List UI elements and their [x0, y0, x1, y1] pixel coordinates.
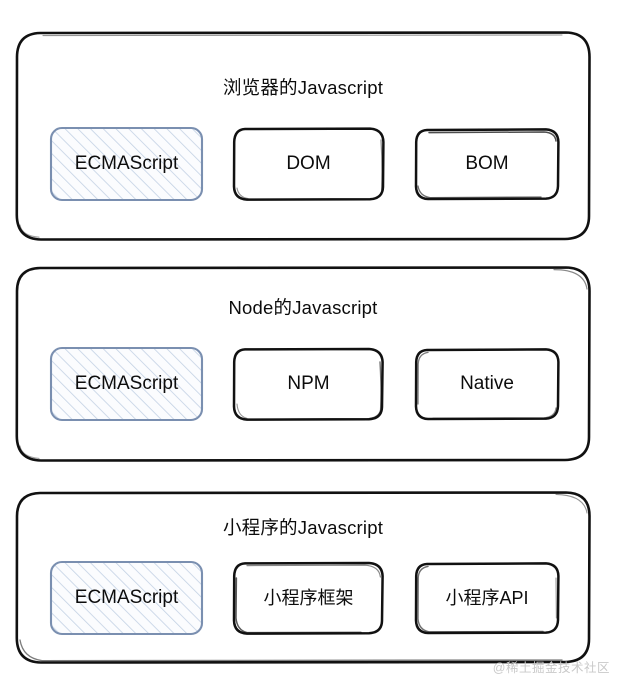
- node-label: BOM: [465, 153, 509, 174]
- node-box-native[interactable]: Native: [413, 346, 561, 422]
- panel-box-row: ECMAScript DOM BOM: [14, 126, 592, 202]
- panel-title: Node的Javascript: [228, 297, 378, 318]
- node-box-ecmascript[interactable]: ECMAScript: [49, 560, 204, 636]
- panel-browser-javascript: 浏览器的Javascript ECMAScript DOM: [14, 30, 592, 242]
- panel-node-javascript: Node的Javascript ECMAScript NPM: [14, 265, 592, 463]
- panel-title: 浏览器的Javascript: [222, 77, 384, 98]
- node-label: DOM: [286, 153, 331, 174]
- panel-box-row: ECMAScript NPM Native: [14, 346, 592, 422]
- node-box-miniprogram-api[interactable]: 小程序API: [413, 560, 561, 636]
- node-box-ecmascript[interactable]: ECMAScript: [49, 346, 204, 422]
- node-box-miniprogram-framework[interactable]: 小程序框架: [231, 560, 386, 636]
- node-box-npm[interactable]: NPM: [231, 346, 386, 422]
- panel-title: 小程序的Javascript: [222, 517, 384, 538]
- node-label: 小程序框架: [263, 588, 354, 608]
- node-label: NPM: [287, 373, 330, 394]
- node-label: ECMAScript: [74, 153, 179, 174]
- node-box-dom[interactable]: DOM: [231, 126, 386, 202]
- panel-miniprogram-javascript: 小程序的Javascript ECMAScript 小程序框架: [14, 490, 592, 665]
- node-label: ECMAScript: [74, 373, 179, 394]
- node-box-ecmascript[interactable]: ECMAScript: [49, 126, 204, 202]
- watermark: @稀土掘金技术社区: [492, 661, 610, 675]
- node-label: Native: [460, 373, 514, 394]
- node-box-bom[interactable]: BOM: [413, 126, 561, 202]
- panel-box-row: ECMAScript 小程序框架 小程序API: [14, 560, 592, 636]
- node-label: 小程序API: [445, 588, 529, 608]
- node-label: ECMAScript: [74, 587, 179, 608]
